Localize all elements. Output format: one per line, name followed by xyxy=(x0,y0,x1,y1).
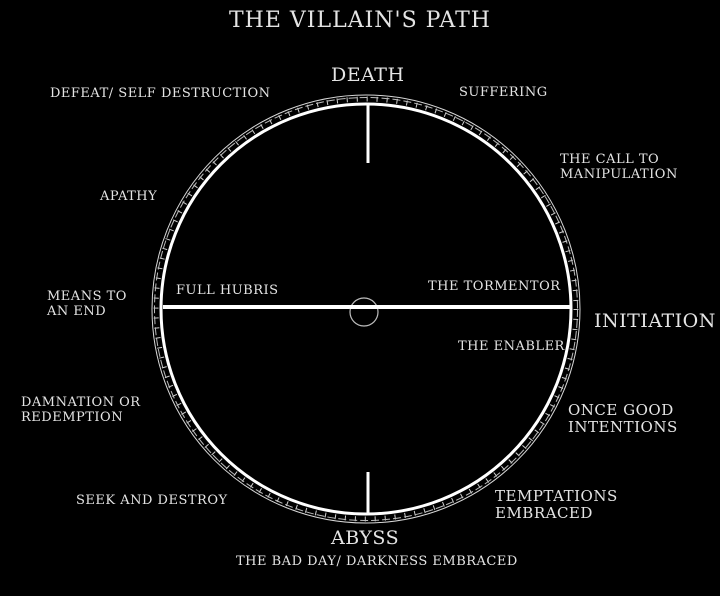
center-circle xyxy=(349,297,379,327)
pole-death: DEATH xyxy=(331,64,405,86)
stage-once-good: ONCE GOOD INTENTIONS xyxy=(568,401,678,437)
diagram-title: THE VILLAIN'S PATH xyxy=(229,8,491,33)
stage-enabler: THE ENABLER xyxy=(458,339,565,354)
pole-abyss: ABYSS xyxy=(331,527,400,549)
main-ring xyxy=(159,102,573,516)
stage-suffering: SUFFERING xyxy=(459,85,548,100)
stage-bad-day: THE BAD DAY/ DARKNESS EMBRACED xyxy=(236,554,518,569)
stage-defeat: DEFEAT/ SELF DESTRUCTION xyxy=(50,86,271,101)
stage-means: MEANS TO AN END xyxy=(47,289,127,319)
pole-initiation: INITIATION xyxy=(594,310,716,332)
segment-ring xyxy=(153,96,579,522)
outer-ring xyxy=(151,94,581,524)
stage-full-hubris: FULL HUBRIS xyxy=(176,283,279,298)
stage-tormentor: THE TORMENTOR xyxy=(428,279,561,294)
stage-seek: SEEK AND DESTROY xyxy=(76,493,228,508)
stage-call: THE CALL TO MANIPULATION xyxy=(560,152,678,182)
stage-temptations: TEMPTATIONS EMBRACED xyxy=(495,487,618,523)
stage-apathy: APATHY xyxy=(100,189,158,204)
stage-damnation: DAMNATION OR REDEMPTION xyxy=(21,395,141,425)
dash-ring xyxy=(154,97,578,521)
